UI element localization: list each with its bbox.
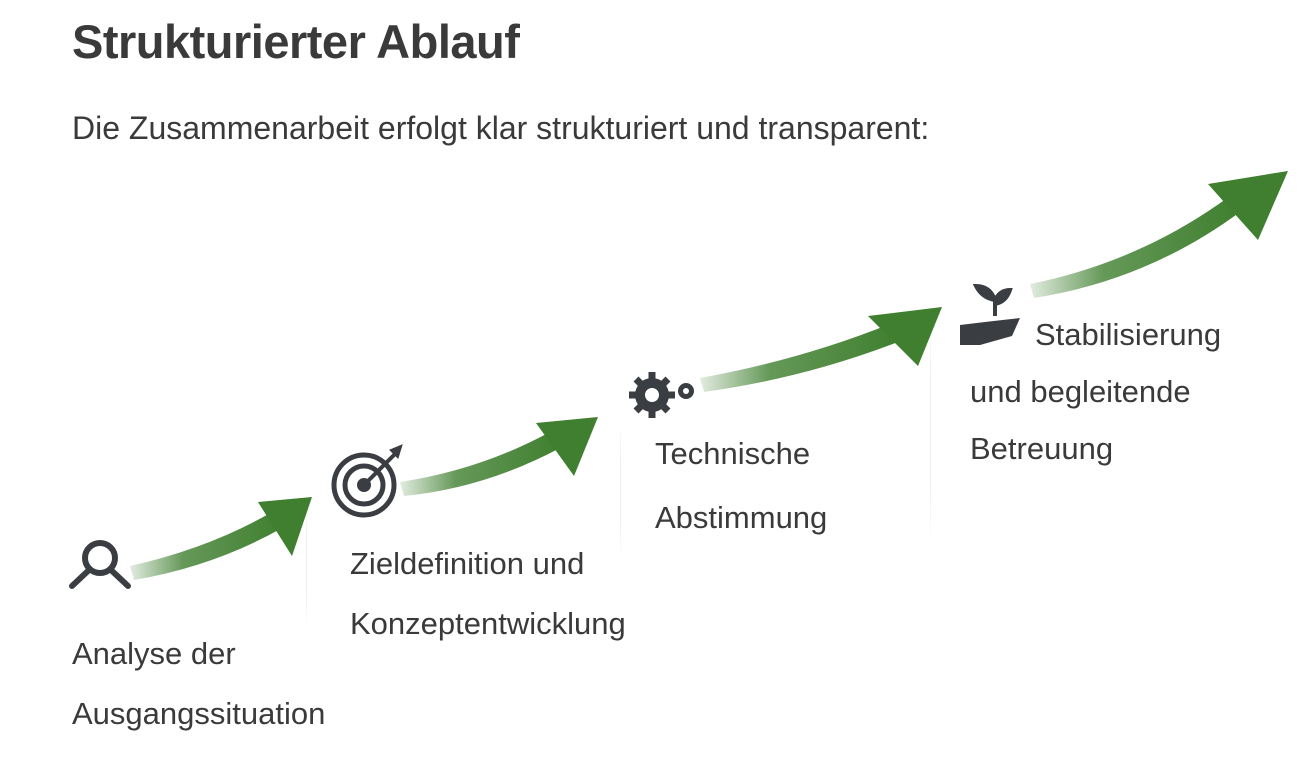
arrow-3 [700, 307, 942, 392]
step-2-line-2: Konzeptentwicklung [350, 606, 626, 641]
step-4-label: Stabilisierung und begleitende Betreuung [970, 306, 1221, 477]
subtitle: Die Zusammenarbeit erfolgt klar struktur… [72, 110, 930, 146]
arrow-2 [400, 417, 598, 496]
arrow-1 [130, 497, 312, 580]
search-icon [69, 540, 131, 589]
gears-icon [629, 372, 694, 418]
step-4-line-2: und begleitende [970, 374, 1191, 409]
step-2-line-1: Zieldefinition und [350, 546, 585, 581]
page-title: Strukturierter Ablauf [72, 15, 520, 68]
step-3-line-1: Technische [655, 436, 811, 471]
step-3-label: Technische Abstimmung [655, 422, 827, 550]
step-1-line-2: Ausgangssituation [72, 696, 326, 731]
divider [930, 310, 931, 550]
hand-plant-icon [960, 283, 1020, 345]
divider [306, 500, 307, 630]
step-3-line-2: Abstimmung [655, 500, 828, 535]
arrow-4 [1030, 171, 1288, 298]
target-icon [331, 444, 403, 518]
divider [620, 420, 621, 560]
step-4-line-3: Betreuung [970, 431, 1114, 466]
step-2-label: Zieldefinition und Konzeptentwicklung [350, 534, 626, 654]
step-1-line-1: Analyse der [72, 636, 236, 671]
step-4-line-1: Stabilisierung [1035, 317, 1222, 352]
step-1-label: Analyse der Ausgangssituation [72, 624, 325, 744]
